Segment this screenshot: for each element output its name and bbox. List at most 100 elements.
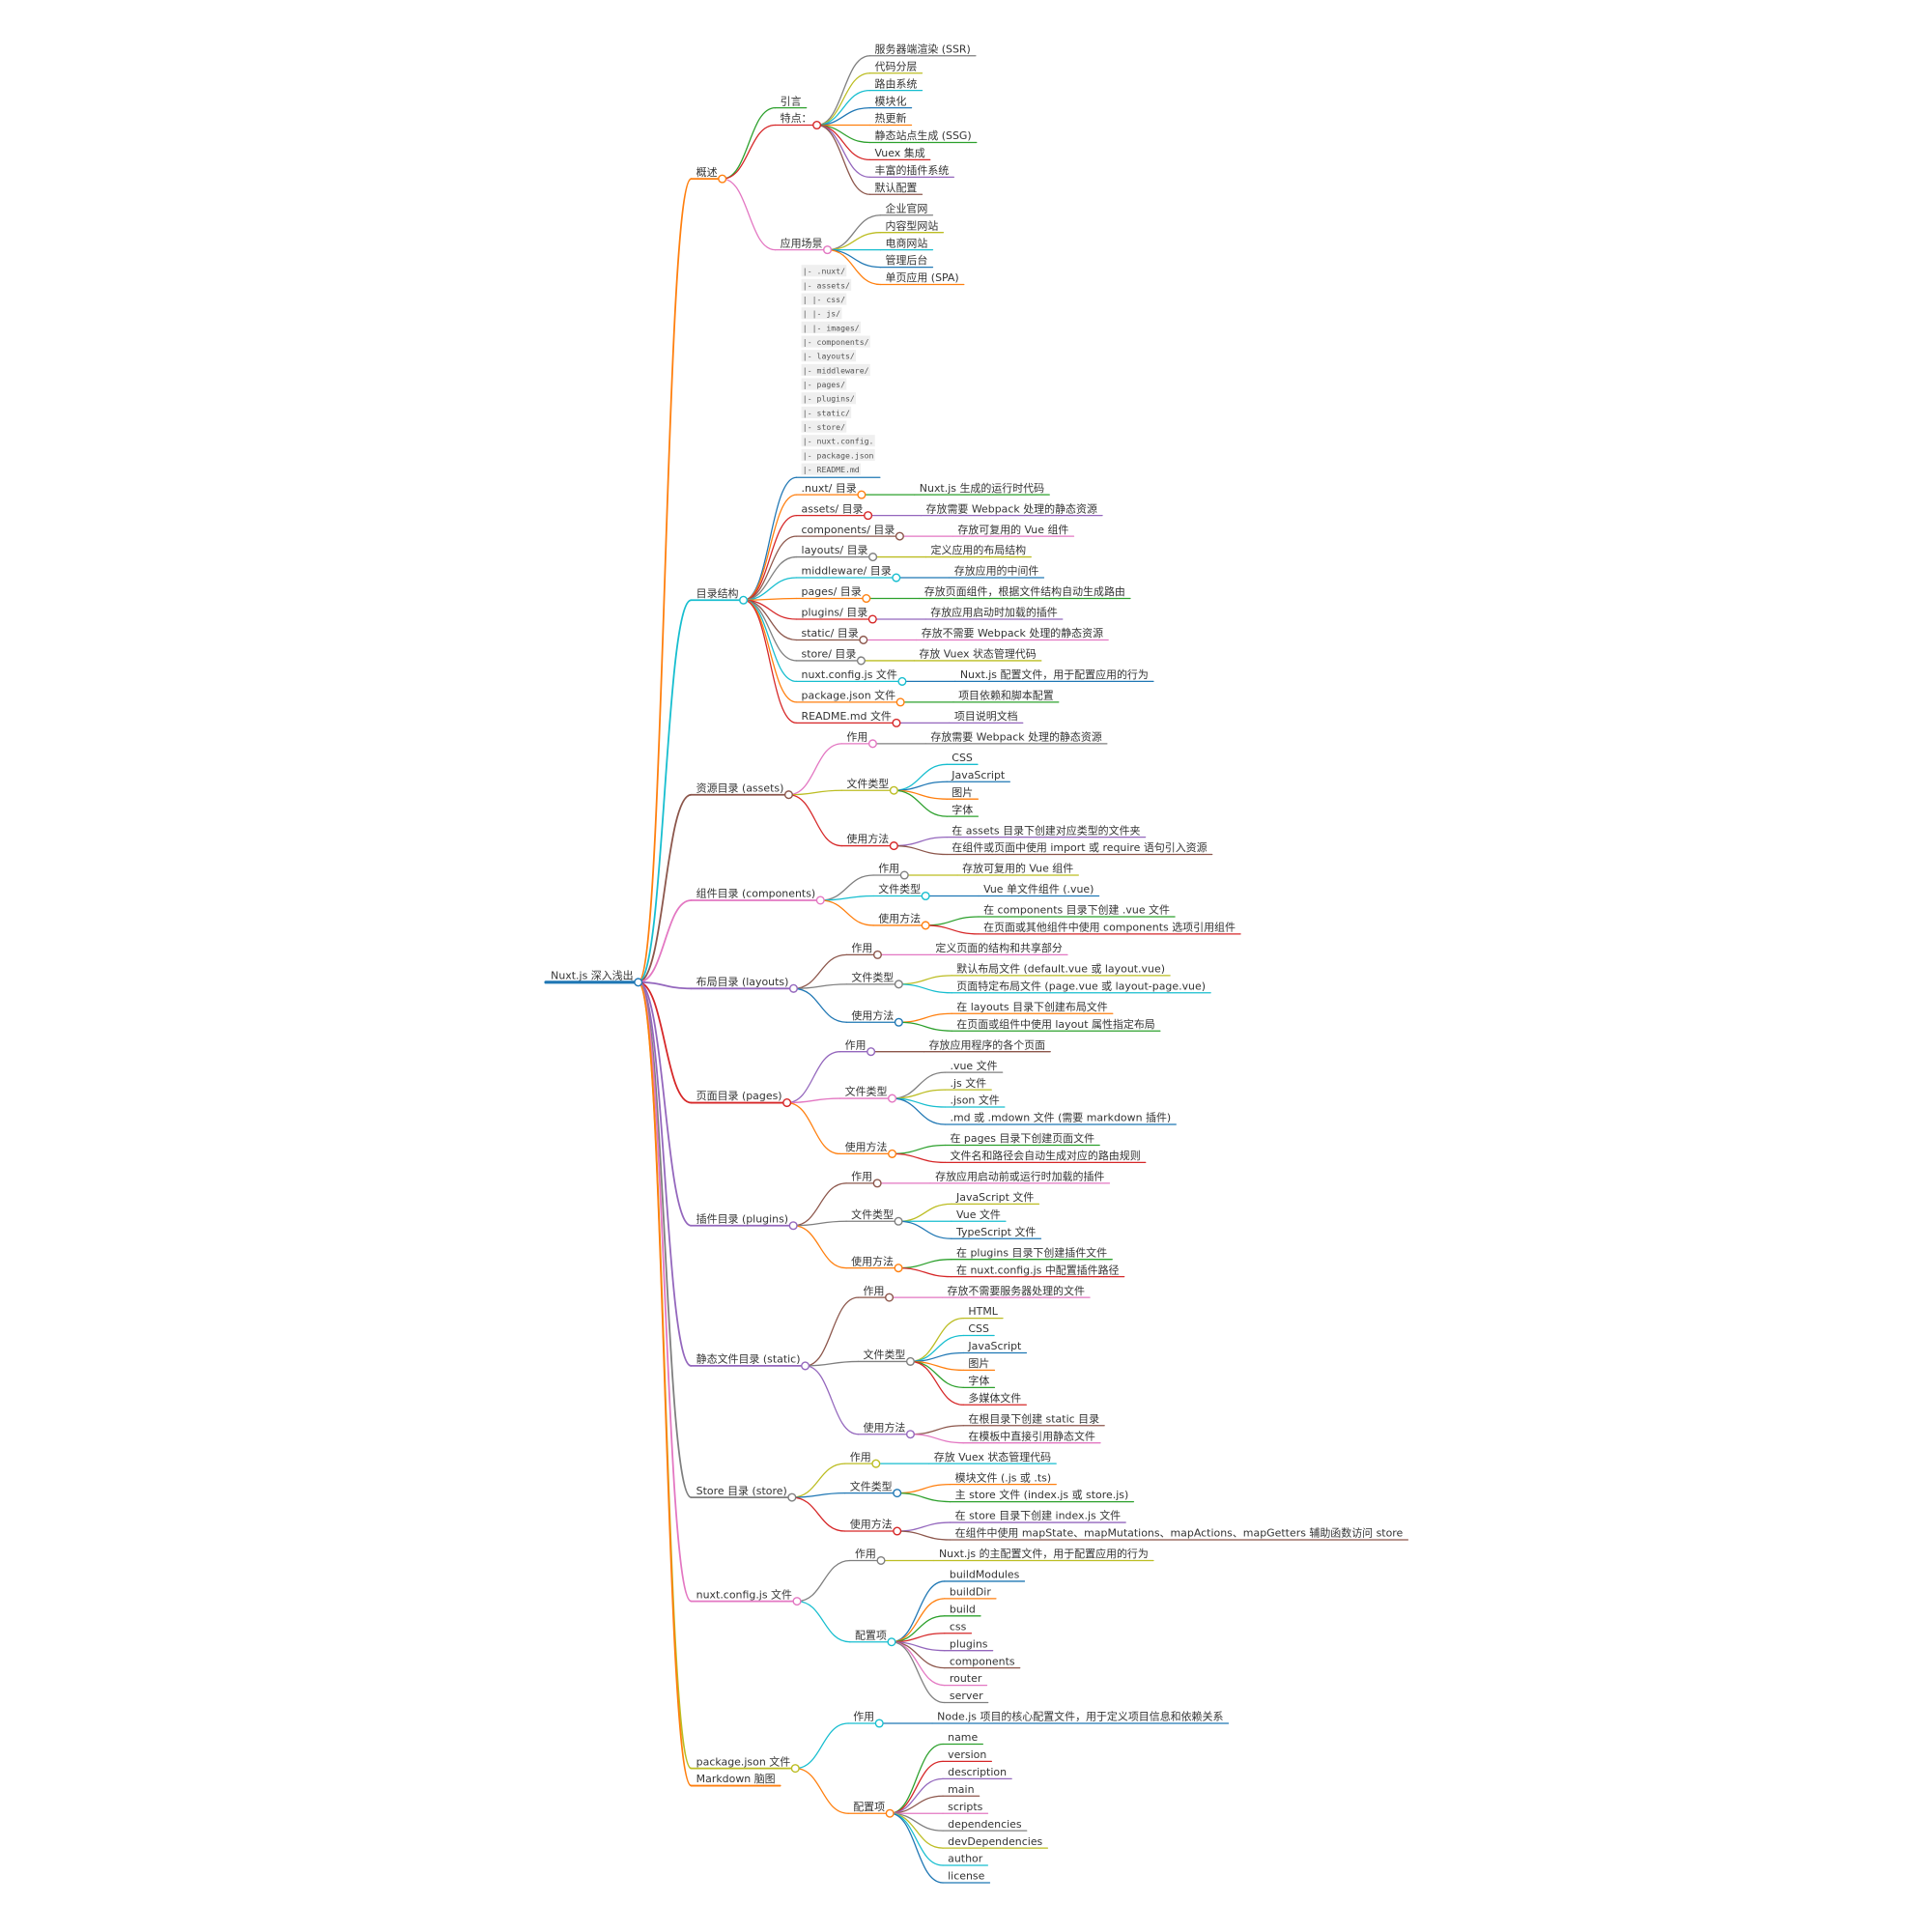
- collapse-toggle-icon[interactable]: [899, 870, 909, 880]
- collapse-toggle-icon[interactable]: [874, 1719, 884, 1728]
- branch-link: [637, 793, 693, 983]
- collapse-toggle-icon[interactable]: [895, 531, 904, 541]
- code-line-background: [801, 435, 875, 447]
- collapse-toggle-icon[interactable]: [888, 1149, 897, 1158]
- code-line: |- README.md: [803, 465, 860, 474]
- mindmap-node: 配置项: [847, 1801, 895, 1818]
- branch-link: [742, 494, 798, 601]
- mindmap-node: buildDir: [944, 1586, 997, 1600]
- branch-link: [896, 1492, 952, 1503]
- collapse-toggle-icon[interactable]: [894, 1264, 903, 1273]
- collapse-toggle-icon[interactable]: [893, 1489, 902, 1498]
- collapse-toggle-icon[interactable]: [888, 1094, 897, 1103]
- mindmap-node: 文件类型: [872, 882, 930, 901]
- mindmap-node: 字体: [962, 1374, 996, 1388]
- mindmap-node: layouts/ 目录: [795, 544, 878, 562]
- collapse-toggle-icon[interactable]: [787, 1492, 797, 1502]
- collapse-toggle-icon[interactable]: [634, 978, 643, 987]
- collapse-toggle-icon[interactable]: [857, 490, 867, 499]
- mindmap-node: Node.js 项目的核心配置文件，用于定义项目信息和依赖关系: [931, 1710, 1230, 1724]
- branch-link: [893, 836, 948, 847]
- collapse-toggle-icon[interactable]: [894, 1017, 903, 1027]
- mindmap-node: build: [944, 1604, 981, 1617]
- branch-link: [742, 599, 798, 703]
- node-label: 丰富的插件系统: [875, 163, 950, 177]
- mindmap-node: 静态文件目录 (static): [690, 1352, 810, 1371]
- mindmap-node: CSS: [962, 1322, 995, 1337]
- collapse-toggle-icon[interactable]: [788, 1221, 798, 1231]
- collapse-toggle-icon[interactable]: [867, 1047, 876, 1057]
- node-label: 作用: [853, 1711, 874, 1723]
- collapse-toggle-icon[interactable]: [788, 983, 799, 993]
- collapse-toggle-icon[interactable]: [815, 895, 825, 905]
- collapse-toggle-icon[interactable]: [885, 1808, 895, 1818]
- node-label: 静态站点生成 (SSG): [875, 128, 972, 142]
- collapse-toggle-icon[interactable]: [892, 573, 901, 582]
- collapse-toggle-icon[interactable]: [862, 593, 871, 604]
- collapse-toggle-icon[interactable]: [897, 676, 907, 686]
- collapse-toggle-icon[interactable]: [895, 697, 905, 707]
- mindmap-node: 存放不需要服务器处理的文件: [941, 1284, 1091, 1298]
- collapse-toggle-icon[interactable]: [905, 1356, 915, 1366]
- node-label: 存放不需要 Webpack 处理的静态资源: [922, 626, 1103, 639]
- collapse-toggle-icon[interactable]: [921, 921, 930, 930]
- collapse-toggle-icon[interactable]: [782, 1098, 792, 1108]
- branch-link: [826, 248, 882, 286]
- node-label: package.json 文件: [802, 689, 896, 702]
- collapse-toggle-icon[interactable]: [885, 1293, 895, 1302]
- mindmap-node: 作用: [840, 731, 877, 749]
- collapse-toggle-icon[interactable]: [856, 656, 866, 666]
- collapse-toggle-icon[interactable]: [859, 635, 868, 644]
- branch-link: [897, 1021, 952, 1032]
- node-label: 内容型网站: [886, 218, 939, 232]
- branch-link: [792, 987, 847, 1023]
- collapse-toggle-icon[interactable]: [889, 841, 898, 851]
- collapse-toggle-icon[interactable]: [867, 739, 877, 749]
- branch-link: [742, 535, 798, 601]
- mindmap-node: 文件类型: [844, 1479, 902, 1498]
- collapse-toggle-icon[interactable]: [894, 1216, 903, 1226]
- node-label: 文件类型: [845, 1085, 888, 1098]
- node-label: 默认配置: [875, 182, 918, 194]
- collapse-toggle-icon[interactable]: [889, 785, 898, 795]
- mindmap-node: 存放应用启动前或运行时加载的插件: [929, 1170, 1111, 1184]
- collapse-toggle-icon[interactable]: [823, 245, 833, 255]
- branch-link: [819, 899, 874, 926]
- node-label: 在 assets 目录下创建对应类型的文件夹: [952, 823, 1140, 837]
- node-label: 多媒体文件: [968, 1391, 1021, 1405]
- collapse-toggle-icon[interactable]: [812, 120, 822, 130]
- collapse-toggle-icon[interactable]: [801, 1361, 810, 1371]
- node-label: server: [950, 1690, 983, 1702]
- collapse-toggle-icon[interactable]: [887, 1637, 896, 1647]
- branch-link: [897, 1203, 952, 1222]
- node-label: main: [948, 1783, 974, 1796]
- collapse-toggle-icon[interactable]: [905, 1430, 915, 1439]
- mindmap-node: 使用方法: [857, 1420, 915, 1439]
- node-label: 项目依赖和脚本配置: [958, 689, 1054, 702]
- collapse-toggle-icon[interactable]: [868, 553, 878, 562]
- collapse-toggle-icon[interactable]: [718, 174, 727, 184]
- mindmap-node: 内容型网站: [879, 218, 945, 234]
- collapse-toggle-icon[interactable]: [739, 595, 749, 605]
- mindmap-node: 在 nuxt.config.js 中配置插件路径: [951, 1263, 1125, 1278]
- branch-link: [786, 1101, 841, 1155]
- collapse-toggle-icon[interactable]: [783, 790, 794, 800]
- mindmap-node: 使用方法: [872, 912, 930, 930]
- mindmap-node: 存放需要 Webpack 处理的静态资源: [920, 501, 1103, 517]
- collapse-toggle-icon[interactable]: [872, 1179, 882, 1188]
- collapse-toggle-icon[interactable]: [876, 1555, 886, 1565]
- collapse-toggle-icon[interactable]: [893, 1526, 902, 1536]
- collapse-toggle-icon[interactable]: [871, 1459, 881, 1468]
- collapse-toggle-icon[interactable]: [872, 950, 882, 959]
- mindmap-node: 电商网站: [879, 236, 934, 251]
- collapse-toggle-icon[interactable]: [864, 511, 873, 521]
- collapse-toggle-icon[interactable]: [921, 891, 930, 901]
- collapse-toggle-icon[interactable]: [867, 614, 877, 624]
- mindmap-node: README.md 文件: [795, 709, 901, 727]
- mindmap-node: 在 plugins 目录下创建插件文件: [951, 1245, 1113, 1261]
- collapse-toggle-icon[interactable]: [792, 1597, 802, 1606]
- collapse-toggle-icon[interactable]: [892, 718, 901, 727]
- node-label: .json 文件: [950, 1094, 999, 1107]
- collapse-toggle-icon[interactable]: [790, 1764, 800, 1774]
- collapse-toggle-icon[interactable]: [894, 980, 903, 989]
